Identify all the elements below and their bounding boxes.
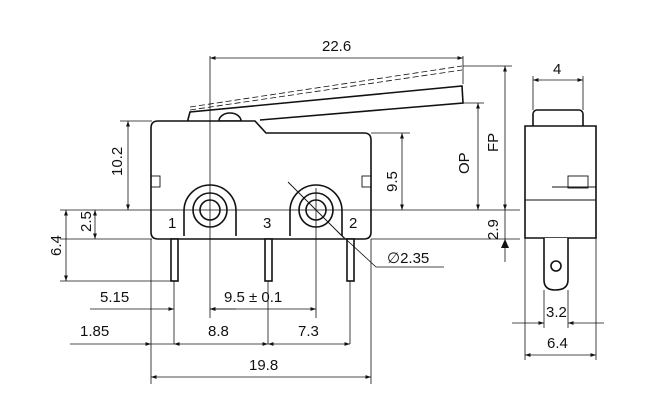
dim-side-offset: 2.9 (485, 219, 502, 240)
leader-hole-diameter (336, 230, 444, 268)
dim-lever-length: 22.6 (322, 38, 351, 55)
terminal-2-pin (346, 238, 355, 282)
dim-pitch-holes: 9.5 ± 0.1 (224, 289, 282, 306)
dim-side-width: 4 (553, 61, 561, 78)
side-view: 4 3.2 6.4 (512, 61, 604, 360)
side-body (524, 125, 597, 239)
dim-body-height: 10.2 (109, 147, 126, 176)
label-fp: FP (485, 133, 502, 152)
front-view: 1 3 2 (150, 56, 464, 318)
plunger (218, 112, 242, 122)
side-terminal (543, 238, 569, 291)
side-body-edge (524, 126, 597, 232)
dim-side-total: 6.4 (547, 335, 568, 352)
label-op: OP (456, 152, 473, 174)
body-notch-right (361, 175, 372, 188)
terminal-label-3: 3 (263, 215, 271, 232)
terminal-label-1: 1 (168, 215, 176, 232)
dim-body-length: 19.8 (249, 357, 278, 374)
dim-terminal-to-hole: 2.5 (78, 211, 95, 232)
dim-hole-height: 9.5 (384, 171, 401, 192)
terminal-3-pin (264, 238, 273, 282)
terminal-label-2: 2 (349, 215, 357, 232)
lever-arm (185, 85, 464, 128)
lever-travel-line (189, 65, 463, 108)
side-terminal-hole (550, 260, 562, 272)
dim-terminal-width: 3.2 (546, 304, 567, 321)
hole-boss-right (289, 184, 343, 236)
lever-travel-line-2 (189, 69, 463, 111)
side-slot (567, 175, 589, 189)
dim-hole-diameter: ∅2.35 (387, 250, 429, 267)
front-dimensions: 22.6 10.2 9.5 2.5 6.4 5.15 9.5 ± 0.1 (48, 38, 520, 384)
terminal-1-pin (170, 238, 179, 282)
dim-pitch-1-3: 8.8 (208, 323, 229, 340)
dim-terminal-length: 6.4 (48, 235, 65, 256)
dim-edge-offset: 1.85 (80, 323, 109, 340)
arrow-side-offset (501, 239, 509, 248)
dim-offset-a: 5.15 (100, 289, 129, 306)
dim-pitch-3-2: 7.3 (298, 323, 319, 340)
body-notch-left (150, 175, 161, 188)
